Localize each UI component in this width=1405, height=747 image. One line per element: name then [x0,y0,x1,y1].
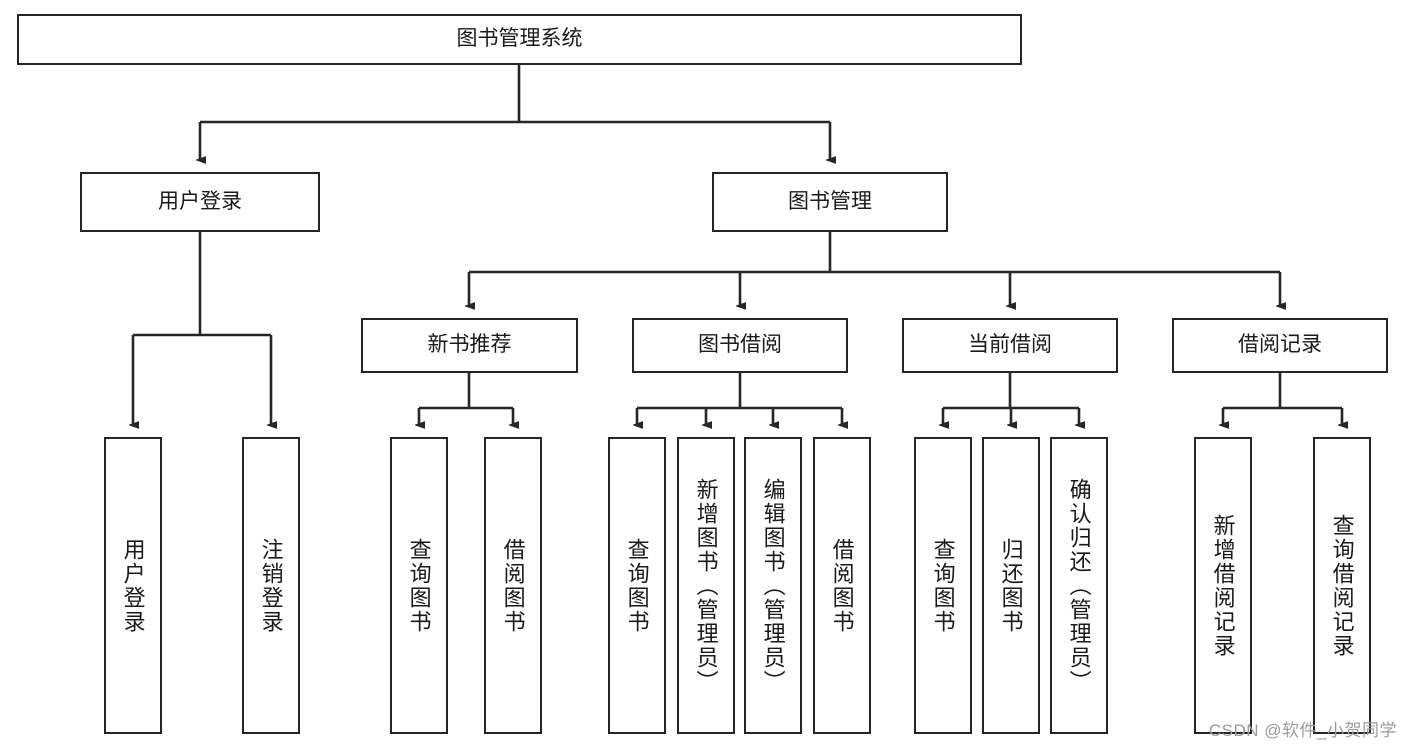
node-label: 当前借阅 [968,333,1052,357]
leaf-return-book[interactable]: 归还图书 [982,437,1040,734]
node-label: 查询图书 [624,537,650,634]
node-label: 用户登录 [158,189,242,213]
leaf-query-book-recommend[interactable]: 查询图书 [390,437,448,734]
node-book-management[interactable]: 图书管理 [712,172,948,232]
leaf-confirm-return-admin[interactable]: 确认归还（管理员） [1050,437,1108,734]
node-label: 查询图书 [406,537,432,634]
node-label: 借阅图书 [500,537,526,634]
leaf-logout[interactable]: 注销登录 [242,437,300,734]
node-new-book-recommend[interactable]: 新书推荐 [361,318,578,373]
leaf-query-borrow-record[interactable]: 查询借阅记录 [1313,437,1371,734]
node-label: 注销登录 [258,537,284,634]
leaf-add-borrow-record[interactable]: 新增借阅记录 [1194,437,1252,734]
node-label: 借阅图书 [829,537,855,634]
node-label: 编辑图书（管理员） [760,477,786,694]
node-label: 新增借阅记录 [1210,513,1236,658]
leaf-edit-book-admin[interactable]: 编辑图书（管理员） [744,437,802,734]
node-label: 借阅记录 [1238,333,1322,357]
node-label: 图书管理 [788,189,872,213]
leaf-borrow-book[interactable]: 借阅图书 [813,437,871,734]
leaf-borrow-book-recommend[interactable]: 借阅图书 [484,437,542,734]
leaf-query-book-borrow[interactable]: 查询图书 [608,437,666,734]
node-borrow-records[interactable]: 借阅记录 [1172,318,1388,373]
leaf-user-login[interactable]: 用户登录 [104,437,162,734]
node-label: 新增图书（管理员） [693,477,719,694]
node-current-borrow[interactable]: 当前借阅 [902,318,1118,373]
node-label: 归还图书 [998,537,1024,634]
node-label: 确认归还（管理员） [1066,477,1092,694]
leaf-query-book-current[interactable]: 查询图书 [914,437,972,734]
node-label: 图书管理系统 [456,27,583,51]
leaf-add-book-admin[interactable]: 新增图书（管理员） [677,437,735,734]
watermark-text: CSDN @软件_小贺同学 [1208,721,1397,740]
node-label: 查询图书 [930,537,956,634]
node-label: 新书推荐 [427,333,512,357]
node-label: 查询借阅记录 [1329,513,1355,658]
node-label: 图书借阅 [698,333,782,357]
node-root-system[interactable]: 图书管理系统 [17,14,1022,65]
node-label: 用户登录 [120,537,146,634]
node-book-borrow[interactable]: 图书借阅 [632,318,848,373]
node-user-login[interactable]: 用户登录 [80,172,320,232]
